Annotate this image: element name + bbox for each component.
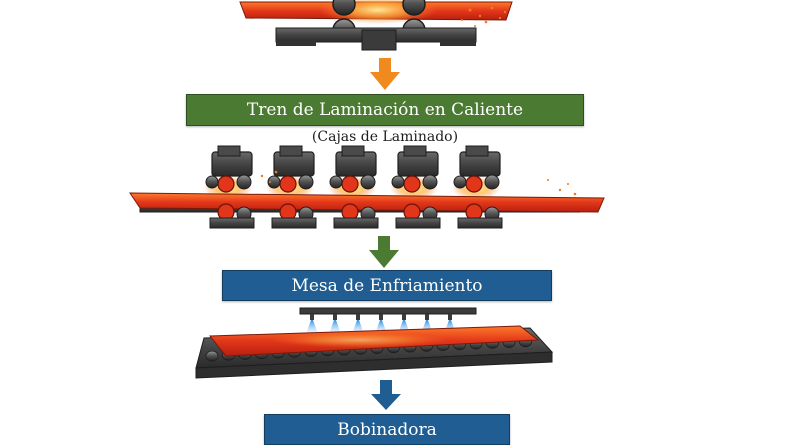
finishing-stands [204,145,501,200]
spray-nozzle [379,314,383,320]
roughing-roll-top-right [402,0,426,16]
stand-upper-work-roll [279,175,297,193]
stand-upper-backup-roll [484,174,500,190]
spray-nozzle [310,314,314,320]
finishing-stand-lower-5 [457,203,503,229]
stand-upper-backup-roll [422,174,438,190]
roughing-roll-top-left [332,0,356,16]
stand-top-block [403,145,427,157]
stand-side-roll [329,175,343,189]
finishing-stand-2 [266,145,315,200]
finishing-stand-3 [328,145,377,200]
spray-nozzle [356,314,360,320]
stand-lower-frame [395,217,441,229]
water-spray-2 [329,314,341,334]
finishing-lower-rolls [209,203,503,229]
hot-mill-label: Tren de Laminación en Caliente [246,100,524,120]
spray-jet [329,320,341,334]
roughing-sparks [461,6,507,27]
stand-top-block [341,145,365,157]
finishing-stand-4 [390,145,439,200]
stand-side-roll [205,175,219,189]
finishing-stand-1 [204,145,253,200]
finishing-mill [129,145,605,229]
cooling-glow [270,332,450,348]
stand-lower-frame [209,217,255,229]
cooling-table-label: Mesa de Enfriamiento [291,275,483,296]
spray-jet [352,320,364,334]
finishing-stand-lower-2 [271,203,317,229]
finishing-sparks [260,170,577,196]
coiler-label-box: Bobinadora [264,414,510,445]
spray-nozzle [448,314,452,320]
spray-nozzle [425,314,429,320]
stand-lower-frame [333,217,379,229]
coiler-label: Bobinadora [337,419,437,440]
spray-header [299,307,477,315]
stand-side-roll [391,175,405,189]
hot-mill-label-box: Tren de Laminación en Caliente [186,94,584,126]
stand-lower-frame [457,217,503,229]
finishing-stand-lower-4 [395,203,441,229]
finishing-stand-lower-3 [333,203,379,229]
water-spray-1 [306,314,318,334]
stand-upper-work-roll [341,175,359,193]
spray-nozzle [402,314,406,320]
cooling-table [195,307,554,379]
roughing-foot-left [276,40,316,46]
stand-side-roll [267,175,281,189]
water-spray-3 [352,314,364,334]
arrow-blue [371,380,401,410]
finishing-stand-lower-1 [209,203,255,229]
cooling-roller [205,350,219,362]
roughing-foot-right [440,40,476,46]
arrow-green [369,236,399,268]
stand-upper-work-roll [465,175,483,193]
stand-upper-backup-roll [236,174,252,190]
finishing-stand-5 [452,145,501,200]
stand-side-roll [453,175,467,189]
stand-upper-backup-roll [298,174,314,190]
finishing-hot-strip [129,192,605,213]
roughing-pedestal [361,29,397,51]
cooling-table-base [195,351,553,379]
stand-upper-work-roll [217,175,235,193]
roughing-stand [239,0,513,51]
hot-mill-sublabel: (Cajas de Laminado) [311,129,459,145]
stand-top-block [217,145,241,157]
spray-jet [306,320,318,334]
stand-upper-backup-roll [360,174,376,190]
stand-upper-work-roll [403,175,421,193]
arrow-orange [370,58,400,90]
cooling-table-label-box: Mesa de Enfriamiento [222,270,552,301]
spray-nozzle [333,314,337,320]
stand-top-block [465,145,489,157]
stand-top-block [279,145,303,157]
stand-lower-frame [271,217,317,229]
